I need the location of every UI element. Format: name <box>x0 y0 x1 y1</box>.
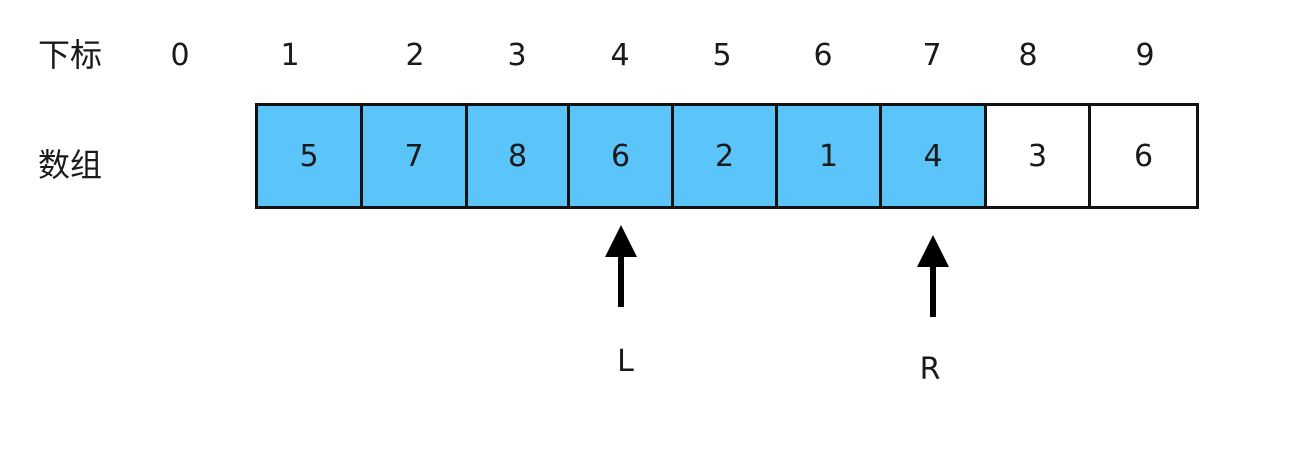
pointer-label: L <box>617 344 634 379</box>
index-number: 6 <box>813 38 833 73</box>
array-cell: 8 <box>468 106 570 206</box>
array-cell: 6 <box>570 106 674 206</box>
index-number: 7 <box>922 38 942 73</box>
index-number: 8 <box>1018 38 1038 73</box>
pointer-label: R <box>919 352 941 387</box>
index-number: 9 <box>1135 38 1155 73</box>
index-number: 4 <box>610 38 630 73</box>
index-number: 2 <box>405 38 425 73</box>
array-cell: 6 <box>1091 106 1196 206</box>
index-number: 1 <box>280 38 300 73</box>
array-cell: 4 <box>882 106 987 206</box>
index-number: 0 <box>170 38 190 73</box>
array-row-label: 数组 <box>38 146 103 184</box>
index-row-label: 下标 <box>38 36 103 74</box>
array-cell: 2 <box>674 106 778 206</box>
index-number: 5 <box>712 38 732 73</box>
array-cell: 5 <box>258 106 363 206</box>
index-number: 3 <box>507 38 527 73</box>
array-cell: 1 <box>778 106 882 206</box>
pointer-arrow-icon <box>591 225 651 309</box>
array-cell: 7 <box>363 106 468 206</box>
array-cell: 3 <box>987 106 1091 206</box>
pointer-arrow-icon <box>903 235 963 319</box>
